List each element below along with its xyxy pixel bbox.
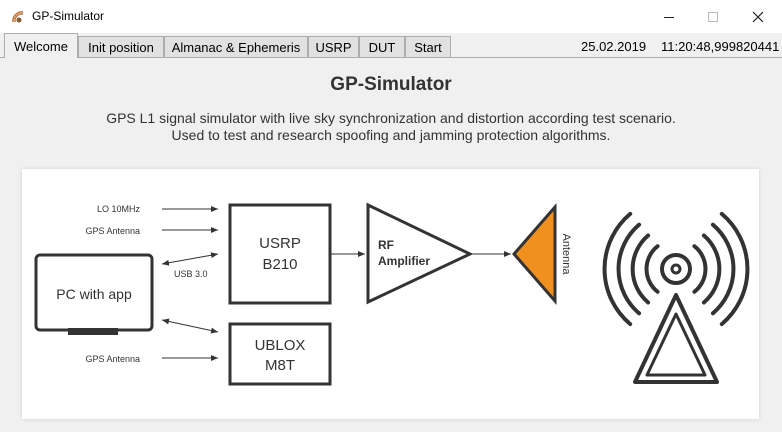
usrp-box xyxy=(228,203,332,305)
gps-antenna-label-top: GPS Antenna xyxy=(85,226,140,236)
tab-init-position[interactable]: Init position xyxy=(78,36,164,57)
usb-label: USB 3.0 xyxy=(174,269,208,279)
app-icon xyxy=(12,11,24,23)
minimize-button[interactable] xyxy=(646,0,692,33)
minimize-icon xyxy=(664,16,674,18)
usrp-label-line1: USRP xyxy=(259,235,301,252)
tab-start[interactable]: Start xyxy=(405,36,451,57)
pc-label: PC with app xyxy=(56,286,132,302)
maximize-button[interactable] xyxy=(690,0,736,33)
usb-arrow xyxy=(161,252,219,266)
title-bar: GP-Simulator xyxy=(0,0,782,33)
pc-monitor xyxy=(34,253,154,335)
system-diagram: LO 10MHz GPS Antenna USB 3.0 GPS Antenna… xyxy=(34,202,750,386)
tab-usrp[interactable]: USRP xyxy=(308,36,359,57)
close-button[interactable] xyxy=(735,0,781,33)
ublox-box xyxy=(228,322,332,386)
rf-amplifier-triangle xyxy=(366,202,474,305)
gps-antenna-label-bottom: GPS Antenna xyxy=(85,354,140,364)
ublox-label-line2: M8T xyxy=(265,357,295,374)
tab-dut[interactable]: DUT xyxy=(359,36,405,57)
ublox-label-line1: UBLOX xyxy=(255,337,306,354)
pc-ublox-arrow xyxy=(161,318,219,334)
rf-label-line2: Amplifier xyxy=(378,254,430,268)
lo-label: LO 10MHz xyxy=(97,204,141,214)
diagram-panel: LO 10MHz GPS Antenna USB 3.0 GPS Antenna… xyxy=(22,169,759,419)
usrp-label-line2: B210 xyxy=(262,256,297,273)
antenna-triangle xyxy=(512,202,557,306)
description-line-1: GPS L1 signal simulator with live sky sy… xyxy=(106,110,676,126)
tab-welcome[interactable]: Welcome xyxy=(4,33,78,58)
maximize-icon xyxy=(708,11,718,22)
tab-bar-divider xyxy=(0,57,782,58)
tab-almanac-ephemeris[interactable]: Almanac & Ephemeris xyxy=(164,36,308,57)
antenna-label: Antenna xyxy=(560,234,572,276)
rf-label-line1: RF xyxy=(378,238,394,252)
page-title: GP-Simulator xyxy=(330,74,452,95)
status-time: 11:20:48,999820441 xyxy=(661,39,780,54)
close-icon xyxy=(752,11,764,22)
window-title: GP-Simulator xyxy=(32,9,105,23)
broadcast-tower-icon xyxy=(602,211,750,384)
status-date: 25.02.2019 xyxy=(581,39,647,54)
description-line-2: Used to test and research spoofing and j… xyxy=(171,127,611,143)
